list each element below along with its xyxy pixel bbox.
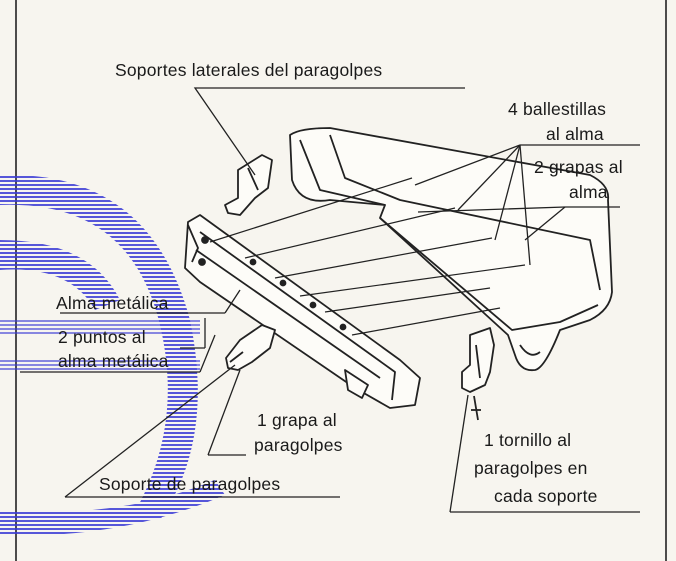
bumper-shell: [289, 127, 613, 372]
leader-lines: [20, 87, 640, 513]
label-points-2: alma metálica: [58, 351, 169, 371]
label-staple-bumper-1: 1 grapa al: [257, 410, 337, 430]
label-screw-3: cada soporte: [494, 486, 598, 506]
label-screw-2: paragolpes en: [474, 458, 588, 478]
label-clips-2: al alma: [546, 124, 604, 144]
right-support-bracket: [461, 327, 495, 421]
label-screw-1: 1 tornillo al: [484, 430, 572, 450]
watermark-logo: [0, 174, 225, 536]
label-points-1: 2 puntos al: [58, 327, 146, 347]
assembly-lines: [209, 177, 526, 336]
label-staple-bumper-2: paragolpes: [254, 435, 343, 455]
label-staples-2: alma: [569, 182, 608, 202]
label-metal-core: Alma metálica: [56, 293, 169, 313]
label-side-supports: Soportes laterales del paragolpes: [115, 60, 383, 80]
frame: [15, 0, 667, 561]
label-bumper-support: Soporte de paragolpes: [99, 474, 281, 494]
metal-core-bar: [184, 214, 421, 409]
label-clips-1: 4 ballestillas: [508, 99, 607, 119]
bumper-support-bracket: [225, 324, 276, 371]
lateral-bracket-upper: [224, 154, 273, 216]
label-staples-1: 2 grapas al: [534, 157, 623, 177]
